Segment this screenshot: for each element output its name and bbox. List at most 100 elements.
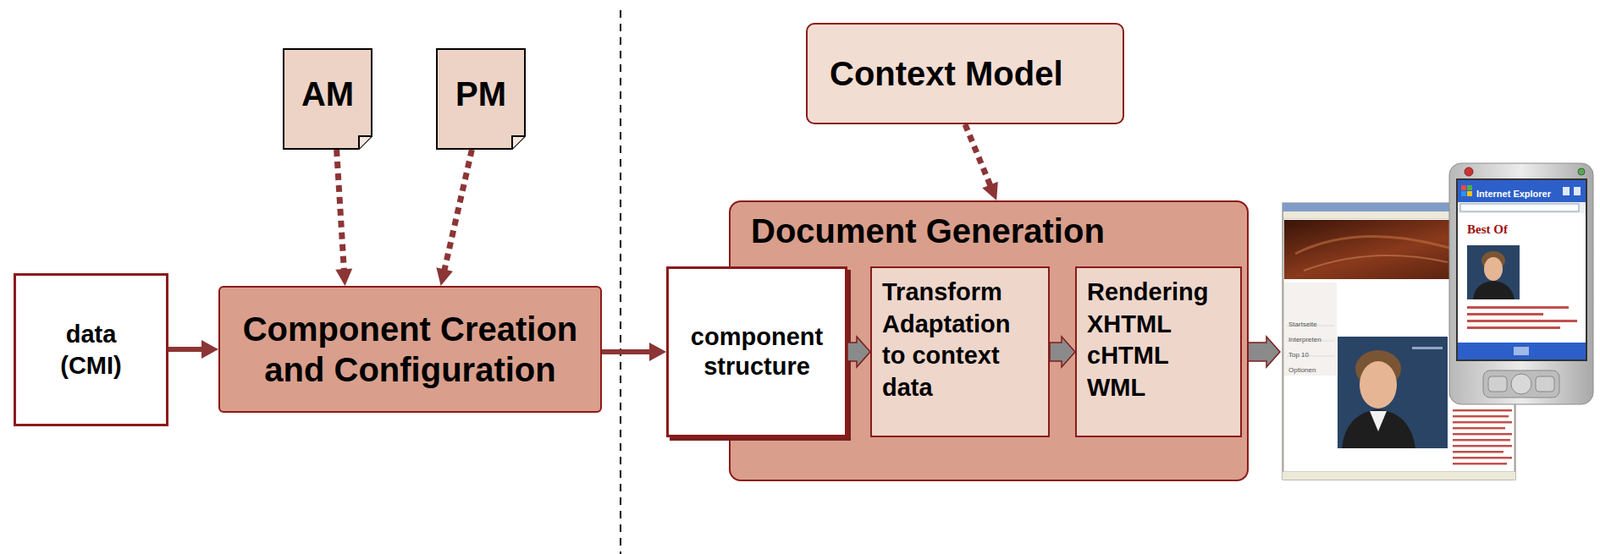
dashed-line — [444, 149, 473, 271]
flow-arrow — [1049, 336, 1076, 368]
step-box: RenderingXHTML cHTML WML — [1075, 266, 1242, 438]
text-line — [1452, 457, 1512, 460]
arrow-head — [982, 182, 999, 201]
screen-text: Internet Explorer — [1476, 188, 1551, 199]
nav-column — [1284, 282, 1337, 376]
node-title: PM — [455, 75, 507, 114]
start-flag — [1461, 191, 1467, 197]
address-bar — [1457, 202, 1586, 214]
flow-arrow — [335, 149, 353, 287]
album-photo — [1337, 336, 1448, 449]
start-flag — [1461, 185, 1467, 191]
flow-arrow — [168, 340, 219, 359]
flow-arrow — [965, 124, 999, 201]
text-line — [1467, 320, 1578, 323]
screen-text-holder: Interpreten — [1288, 330, 1322, 346]
block-arrow — [847, 336, 871, 368]
text-line — [1452, 433, 1512, 436]
screen-bezel — [1456, 178, 1588, 362]
dashed-line — [965, 124, 991, 187]
solid-line — [601, 349, 652, 355]
node-title: data (CMI) — [60, 319, 122, 381]
flow-arrow — [847, 336, 871, 368]
flow-arrow — [435, 149, 472, 287]
pda-screenshot — [1449, 163, 1594, 405]
screen-content — [1457, 213, 1586, 343]
pda-button — [1535, 376, 1555, 392]
text-line — [1467, 306, 1569, 309]
node-title: Document Generation — [750, 210, 1247, 252]
shirt — [1369, 411, 1387, 432]
screen-text: Top 10 — [1288, 351, 1309, 359]
screen-text: Optionen — [1288, 366, 1316, 375]
text-line — [1452, 421, 1512, 425]
text-line — [1452, 445, 1512, 448]
screen-menu-bar — [1457, 342, 1586, 360]
node-title: Rendering — [1086, 276, 1231, 309]
context-model-box: Context Model — [805, 22, 1125, 125]
text-line — [1452, 463, 1507, 466]
status-bar — [1282, 472, 1516, 480]
screen-text-holder: Best Of — [1467, 221, 1508, 238]
block-arrow — [1049, 336, 1076, 368]
node-body: Adaptation to context data — [882, 308, 1018, 405]
arrow-head — [649, 342, 667, 362]
text-line — [1452, 451, 1504, 454]
album-photo — [1467, 245, 1520, 300]
node-title: Transform — [882, 276, 1038, 309]
pda-led — [1464, 167, 1474, 177]
document-fold — [358, 136, 372, 149]
text-line — [1467, 326, 1561, 330]
start-flag — [1467, 185, 1473, 191]
screen-text: Best Of — [1467, 222, 1508, 237]
model-document: AM — [282, 48, 373, 150]
pda-dpad — [1511, 374, 1532, 395]
screen-text-holder: Internet Explorer — [1476, 185, 1551, 201]
arrow-head — [201, 340, 219, 359]
node-title: component structure — [673, 322, 840, 382]
arrow-head — [435, 267, 453, 287]
pda-buttons — [1483, 370, 1560, 398]
keyboard-icon — [1513, 347, 1529, 356]
node-title: Component Creation and Configuration — [228, 308, 592, 391]
text-line — [1452, 409, 1512, 413]
pda-button — [1488, 376, 1507, 392]
start-flag — [1467, 191, 1473, 197]
screen-text: Interpreten — [1288, 336, 1322, 344]
screen-text-holder: Startseite — [1288, 314, 1318, 331]
album-text — [1412, 347, 1443, 350]
jacket — [1341, 409, 1416, 449]
node-title: Context Model — [829, 55, 1064, 94]
address-field — [1460, 204, 1579, 212]
arrow-head — [335, 268, 353, 287]
process-group: Document Generationcomponent structureTr… — [728, 200, 1249, 482]
text-line — [1452, 427, 1506, 431]
dashed-line — [336, 149, 345, 271]
step-box: TransformAdaptation to context data — [870, 266, 1050, 438]
document-fold — [512, 136, 525, 149]
document-outline — [283, 49, 372, 149]
process-box: Component Creation and Configuration — [218, 286, 602, 414]
divider-line — [619, 10, 622, 554]
status-icon — [1562, 187, 1570, 196]
screen-text-holder: Optionen — [1288, 360, 1316, 376]
face — [1359, 361, 1397, 409]
model-document: PM — [435, 48, 526, 150]
text-line — [1452, 415, 1509, 419]
status-icon — [1573, 187, 1581, 196]
pda-led — [1577, 168, 1585, 176]
structure-box: component structure — [666, 266, 848, 438]
jacket — [1473, 281, 1515, 300]
node-body: XHTML cHTML WML — [1086, 308, 1171, 405]
screen-title-bar — [1457, 180, 1586, 203]
document-outline — [436, 49, 525, 149]
flow-arrow — [601, 342, 667, 362]
text-line — [1467, 313, 1544, 316]
data-box: data (CMI) — [13, 273, 169, 427]
pda-body — [1449, 163, 1594, 405]
text-line — [1452, 439, 1511, 442]
solid-line — [168, 347, 204, 353]
header-highlight — [1303, 255, 1448, 271]
